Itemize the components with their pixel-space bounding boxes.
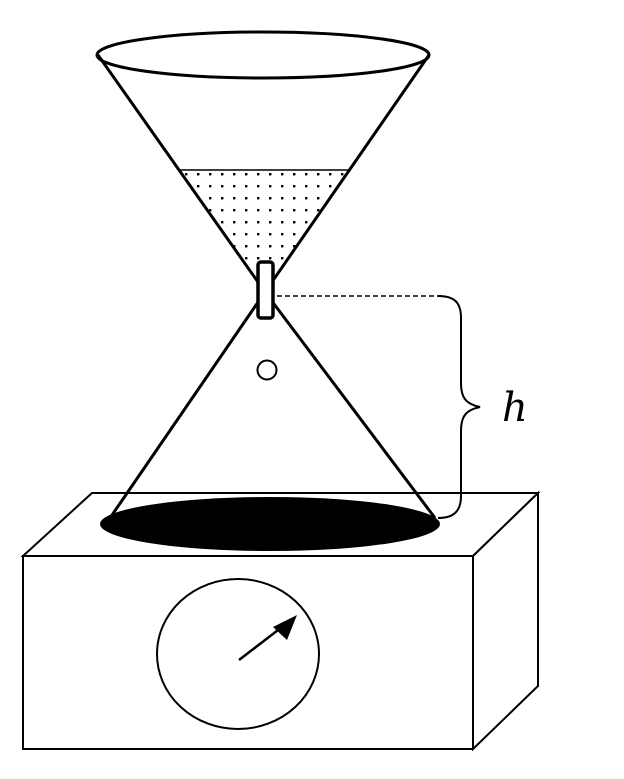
sand-in-upper-cone: [178, 169, 351, 292]
height-brace: [437, 295, 481, 519]
height-label: h: [502, 385, 528, 431]
scale-needle: [238, 615, 297, 661]
hourglass-lower-cone: [108, 291, 437, 519]
hourglass-upper-cone: [95, 30, 431, 293]
neck-tube: [256, 260, 275, 320]
falling-grain: [256, 359, 278, 381]
scale-dial: [156, 578, 320, 730]
sand-pile-at-bottom: [100, 497, 440, 551]
